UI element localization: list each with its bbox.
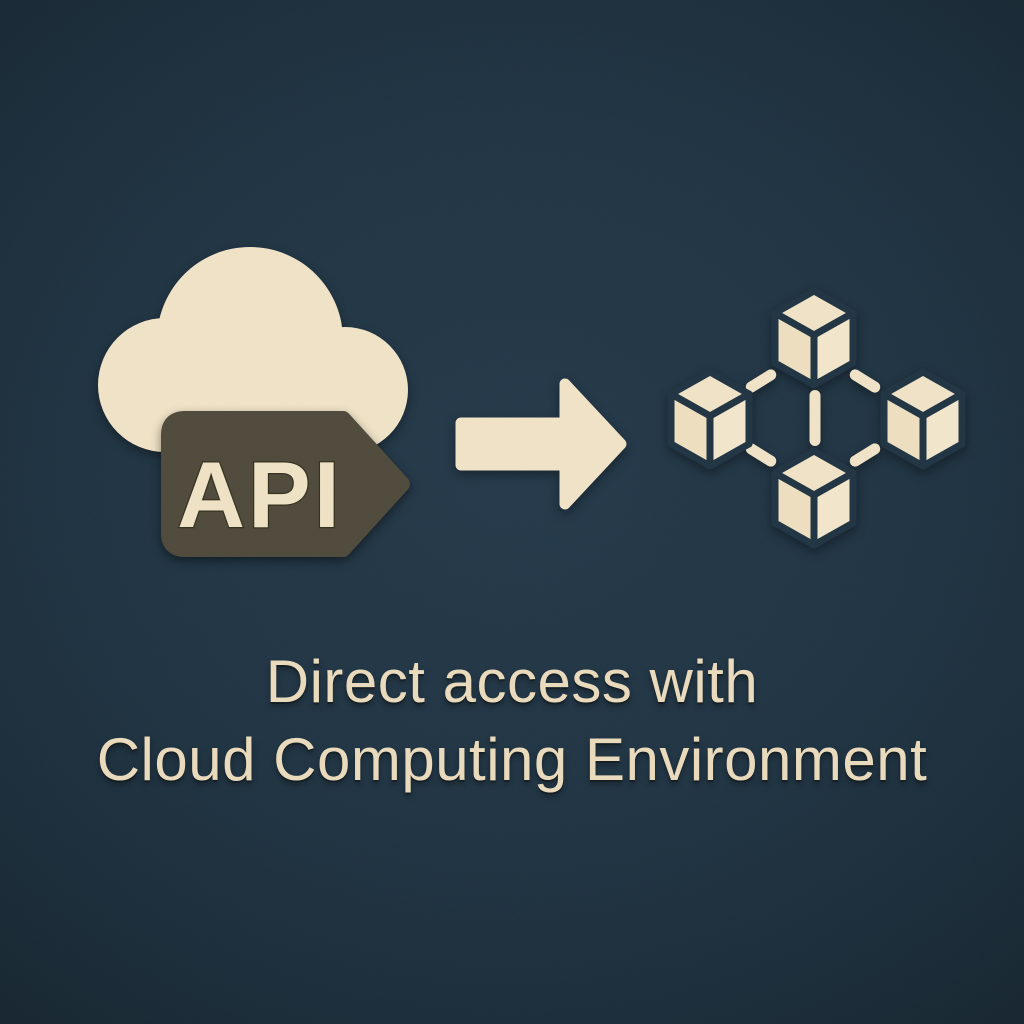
cube-network-icon (663, 283, 983, 563)
api-tag: API (161, 411, 410, 557)
cloud-api-icon: API (98, 247, 410, 557)
arrow-right-icon (455, 378, 627, 510)
cube-left (671, 372, 749, 466)
cube-top (775, 291, 853, 385)
cube-bottom (775, 451, 853, 545)
network-link-bottom-right (849, 443, 881, 467)
cube-right (884, 372, 962, 466)
api-tag-label: API (177, 442, 343, 547)
caption: Direct access with Cloud Computing Envir… (0, 643, 1024, 799)
caption-line-1: Direct access with (265, 648, 759, 715)
network-link-center (809, 390, 821, 446)
caption-line-2: Cloud Computing Environment (96, 726, 928, 793)
network-link-top-right (849, 369, 881, 393)
